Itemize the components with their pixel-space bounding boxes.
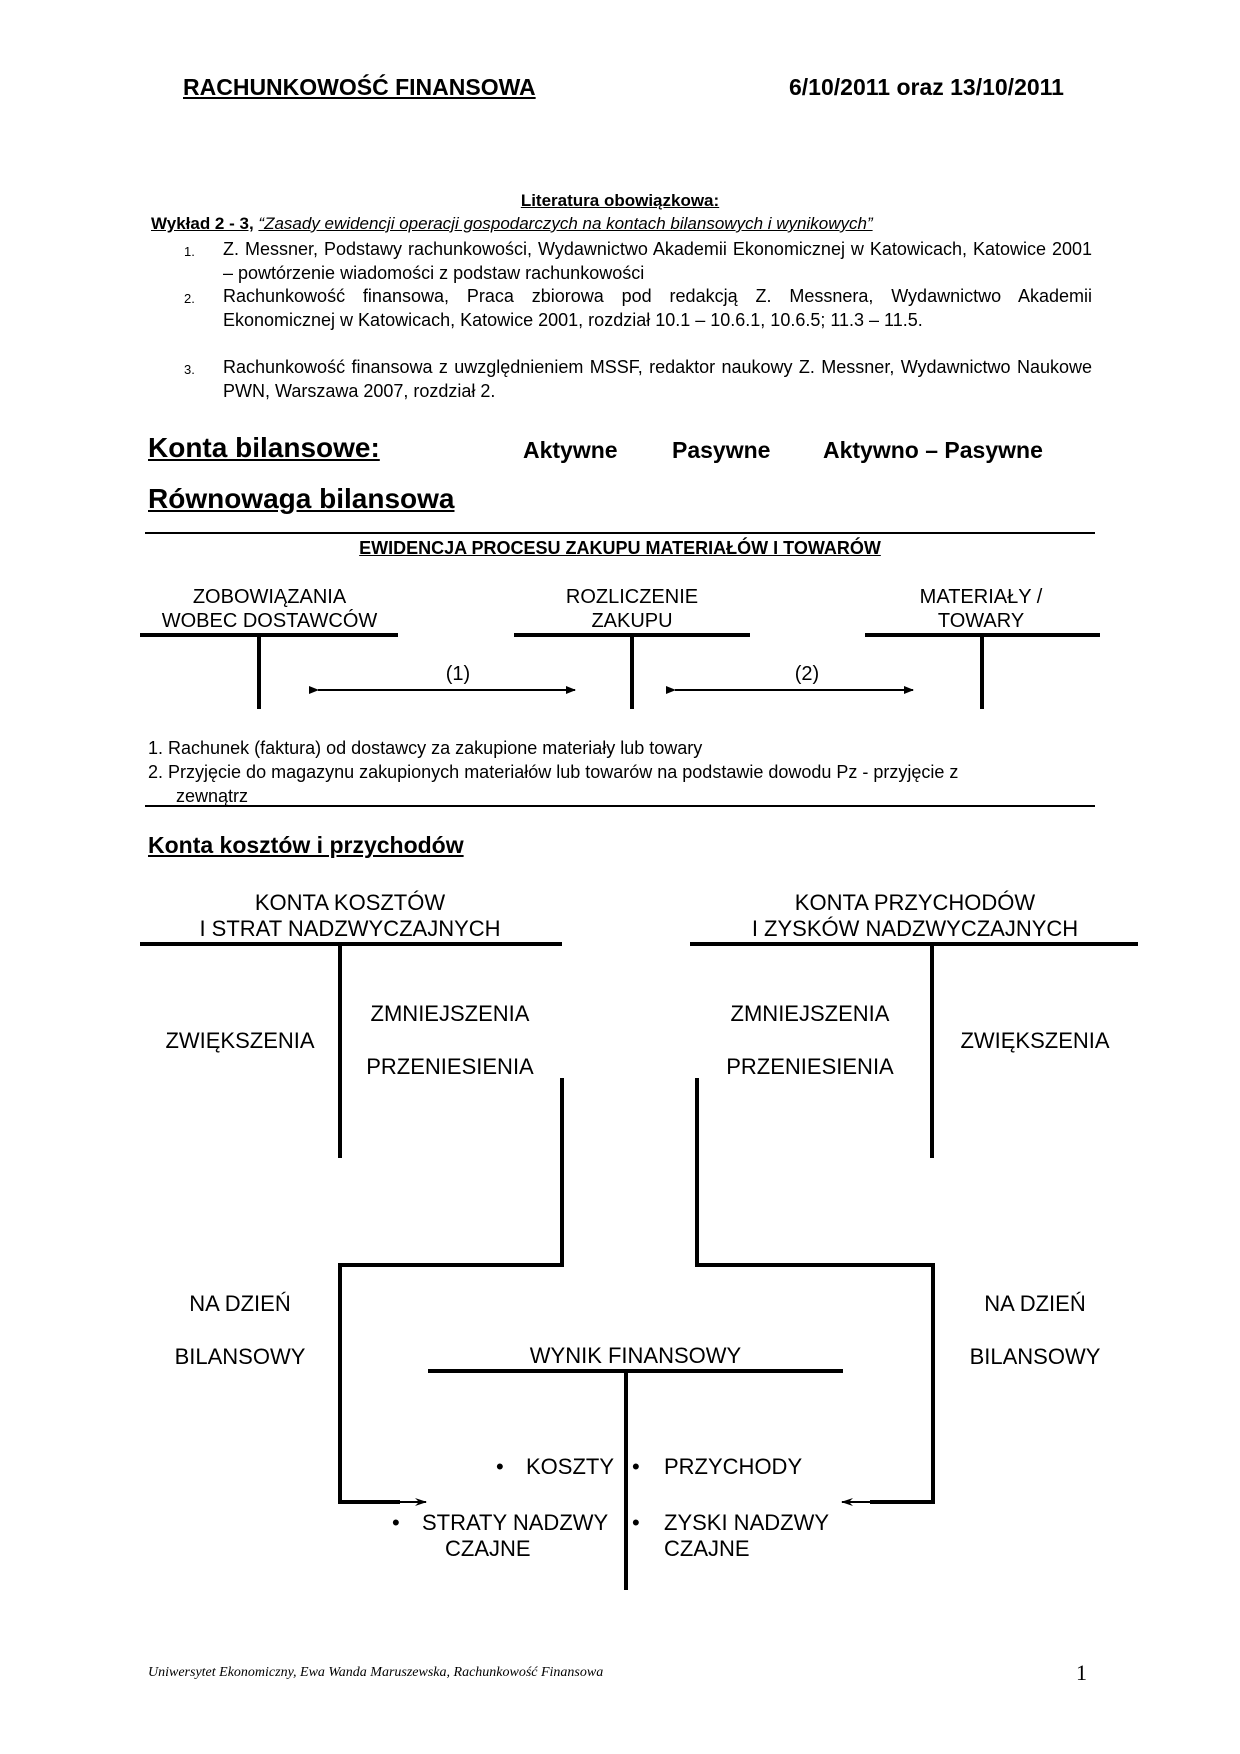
divider — [145, 532, 1095, 534]
account-title-line: I ZYSKÓW NADZWYCZAJNYCH — [751, 916, 1079, 941]
account-title-line: MATERIAŁY / — [919, 586, 1043, 608]
t-account-revenues — [690, 942, 1138, 1158]
account-title-line: WOBEC DOSTAWCÓW — [161, 610, 378, 632]
bullet-icon — [632, 1454, 664, 1480]
purchase-notes: 1. Rachunek (faktura) od dostawcy za zak… — [148, 736, 958, 808]
account-title-line: ZOBOWIĄZANIA — [192, 586, 347, 608]
list-text: Z. Messner, Podstawy rachunkowości, Wyda… — [223, 239, 1092, 283]
result-credit-revenues: PRZYCHODY — [632, 1454, 802, 1480]
bullet-icon — [632, 1510, 664, 1536]
literature-item: 3. Rachunkowość finansowa z uwzględnieni… — [150, 356, 1092, 404]
account-title-line: ZAKUPU — [591, 610, 673, 632]
cost-account-title: KONTA KOSZTÓW I STRAT NADZWYCZAJNYCH — [150, 890, 550, 942]
account-title-line: KONTA PRZYCHODÓW — [794, 890, 1036, 915]
bullet-icon — [496, 1454, 526, 1480]
financial-result-title: WYNIK FINANSOWY — [529, 1343, 742, 1368]
revenue-debit-decreases: ZMNIEJSZENIA — [730, 1001, 890, 1026]
t-account-materials — [865, 633, 1100, 709]
document-title: RACHUNKOWOŚĆ FINANSOWA — [183, 74, 536, 100]
balance-day-left-1: NA DZIEŃ — [189, 1291, 291, 1316]
balance-day-right-2: BILANSOWY — [969, 1344, 1101, 1369]
purchase-note-2-cont: zewnątrz — [176, 786, 249, 806]
footer-text: Uniwersytet Ekonomiczny, Ewa Wanda Marus… — [148, 1665, 604, 1680]
cost-debit-increases: ZWIĘKSZENIA — [165, 1028, 315, 1053]
purchase-note-1: 1. Rachunek (faktura) od dostawcy za zak… — [148, 738, 703, 758]
account-payables-title: ZOBOWIĄZANIA WOBEC DOSTAWCÓW — [142, 585, 397, 633]
bullet-icon — [392, 1510, 422, 1536]
lecture-title: “Zasady ewidencji operacji gospodarczych… — [258, 214, 873, 233]
balance-equilibrium-heading: Równowaga bilansowa — [148, 483, 455, 514]
account-type-mixed: Aktywno – Pasywne — [823, 437, 1043, 463]
balance-day-right-1: NA DZIEŃ — [984, 1291, 1086, 1316]
balance-accounts-label: Konta bilansowe: — [148, 432, 380, 463]
literature-heading: Literatura obowiązkowa: — [520, 191, 720, 210]
account-title-line: TOWARY — [937, 610, 1025, 632]
revenue-credit-increases: ZWIĘKSZENIA — [960, 1028, 1110, 1053]
account-title-line: KONTA KOSZTÓW — [254, 890, 446, 915]
t-account-costs — [140, 942, 562, 1158]
list-number: 3. — [184, 362, 195, 377]
balance-day-left-2: BILANSOWY — [174, 1344, 306, 1369]
connector-revenues — [695, 1078, 935, 1504]
list-number: 2. — [184, 291, 195, 306]
account-type-active: Aktywne — [523, 437, 618, 463]
result-credit-extraordinary-gains: ZYSKI NADZWY CZAJNE — [632, 1510, 829, 1562]
arrow-label-2: (2) — [794, 663, 820, 685]
result-debit-extraordinary-losses: STRATY NADZWY CZAJNE — [392, 1510, 608, 1562]
connector-costs — [338, 1078, 564, 1504]
account-purchase-settlement-title: ROZLICZENIE ZAKUPU — [514, 585, 750, 633]
literature-item: 1. Z. Messner, Podstawy rachunkowości, W… — [150, 238, 1092, 286]
list-number: 1. — [184, 244, 195, 259]
purchase-title: EWIDENCJA PROCESU ZAKUPU MATERIAŁÓW I TO… — [359, 538, 881, 558]
purchase-note-2: 2. Przyjęcie do magazynu zakupionych mat… — [148, 762, 959, 782]
list-text: Rachunkowość finansowa z uwzględnieniem … — [223, 357, 1092, 401]
arrow-label-1: (1) — [445, 663, 471, 685]
revenue-account-title: KONTA PRZYCHODÓW I ZYSKÓW NADZWYCZAJNYCH — [715, 890, 1115, 942]
list-text: Rachunkowość finansowa, Praca zbiorowa p… — [223, 286, 1092, 330]
lecture-prefix: Wykład 2 - 3, — [151, 214, 254, 233]
cost-revenue-heading: Konta kosztów i przychodów — [148, 832, 464, 858]
document-dates: 6/10/2011 oraz 13/10/2011 — [789, 74, 1064, 100]
account-type-passive: Pasywne — [672, 437, 771, 463]
account-title-line: I STRAT NADZWYCZAJNYCH — [199, 916, 501, 941]
t-account-payables — [140, 633, 398, 709]
page-number: 1 — [1076, 1660, 1087, 1685]
t-account-financial-result — [428, 1369, 843, 1590]
literature-item: 2. Rachunkowość finansowa, Praca zbiorow… — [150, 285, 1092, 357]
t-account-purchase-settlement — [514, 633, 750, 709]
lecture-line: Wykład 2 - 3, “Zasady ewidencji operacji… — [151, 214, 873, 234]
account-materials-title: MATERIAŁY / TOWARY — [864, 585, 1098, 633]
account-title-line: ROZLICZENIE — [565, 586, 699, 608]
cost-credit-decreases: ZMNIEJSZENIA — [370, 1001, 530, 1026]
cost-credit-transfers: PRZENIESIENIA — [366, 1054, 534, 1079]
result-debit-costs: KOSZTY — [496, 1454, 614, 1480]
revenue-debit-transfers: PRZENIESIENIA — [726, 1054, 894, 1079]
